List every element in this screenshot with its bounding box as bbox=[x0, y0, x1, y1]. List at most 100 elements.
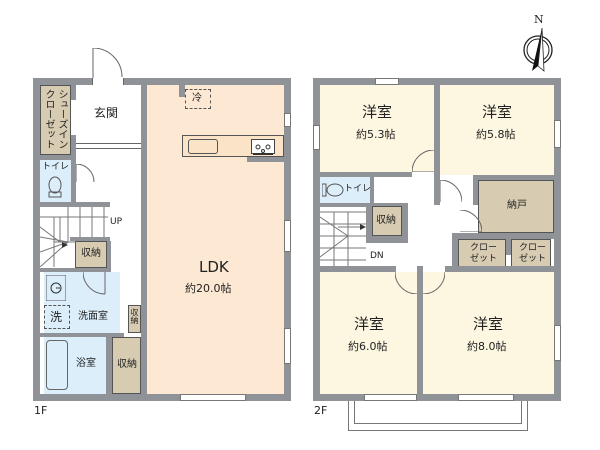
room-western-nw: 洋室 約5.3帖 bbox=[320, 85, 434, 172]
floor-2-label: 2F bbox=[314, 404, 328, 417]
washroom-door-swing-icon bbox=[83, 272, 106, 295]
window-sw-south bbox=[364, 394, 417, 401]
sw-door-swing-icon bbox=[395, 272, 417, 294]
room-western-ne: 洋室 約5.8帖 bbox=[440, 85, 554, 175]
window-ldk-east-3 bbox=[284, 328, 291, 364]
storage-hall-label: 収納 bbox=[376, 215, 396, 226]
wall-storage-stair-top bbox=[70, 237, 110, 241]
toilet-icon bbox=[48, 176, 62, 198]
entrance-door[interactable] bbox=[92, 78, 124, 85]
closet-b-line2: ゼット bbox=[519, 254, 547, 264]
toilet-door-swing-icon bbox=[76, 164, 95, 183]
nw-door-swing-icon bbox=[412, 150, 434, 172]
stairs-up-label: UP bbox=[110, 217, 123, 227]
entrance-label: 玄関 bbox=[94, 106, 119, 120]
wall-2f-left bbox=[313, 78, 320, 401]
entrance-door-swing-icon bbox=[92, 47, 123, 78]
wall-toilet2-right bbox=[370, 177, 374, 207]
wall-ne-bottom bbox=[473, 175, 554, 180]
ne-door-swing-icon bbox=[440, 180, 462, 202]
compass: N bbox=[518, 14, 558, 74]
wall-1f-ldk-divider bbox=[141, 85, 147, 394]
floor-1-label: 1F bbox=[34, 404, 48, 417]
bathtub-icon bbox=[46, 340, 68, 390]
window-ldk-east-1 bbox=[284, 113, 291, 127]
sink-basin-icon bbox=[46, 275, 66, 301]
window-nw-west bbox=[313, 125, 320, 150]
wall-2f-bottom bbox=[313, 394, 561, 401]
washer-label: 洗 bbox=[50, 310, 63, 324]
wall-se-top bbox=[445, 266, 554, 272]
room-toilet-2f: トイレ bbox=[320, 177, 372, 203]
fridge-space: 冷 bbox=[185, 89, 211, 109]
balcony-inner bbox=[354, 401, 522, 424]
western-sw-area: 約6.0帖 bbox=[348, 340, 388, 353]
shoe-closet-label-col2: シューズイン bbox=[56, 89, 67, 149]
wall-south-divider bbox=[417, 266, 423, 394]
stairs-dn-label: DN bbox=[370, 251, 384, 261]
western-ne-area: 約5.8帖 bbox=[476, 128, 516, 141]
closet-b: クロー ゼット bbox=[511, 239, 551, 268]
wall-1f-bottom bbox=[33, 394, 291, 401]
window-ldk-south bbox=[180, 394, 246, 401]
wall-1f-top bbox=[33, 78, 291, 85]
window-se-east bbox=[554, 325, 561, 361]
wall-sw-top bbox=[320, 266, 396, 272]
toilet-2f-label: トイレ bbox=[344, 184, 372, 194]
closet-a-line2: ゼット bbox=[470, 254, 498, 264]
shoe-closet-label-col1: クローゼット bbox=[43, 89, 54, 149]
storage-stair-1f: 収納 bbox=[75, 241, 107, 268]
closet-a: クロー ゼット bbox=[458, 239, 506, 268]
wall-nando-left bbox=[473, 175, 478, 205]
wall-shoe-1 bbox=[71, 85, 76, 100]
wall-1f-left bbox=[33, 78, 40, 401]
wall-stair-top bbox=[40, 202, 110, 207]
north-arrow-icon bbox=[523, 27, 553, 72]
wall-closet-top bbox=[452, 233, 554, 239]
toilet-2f-icon bbox=[322, 183, 344, 197]
se-door-swing-icon bbox=[423, 272, 445, 294]
wall-closet-left bbox=[452, 239, 458, 271]
wall-wash-top bbox=[40, 268, 111, 272]
north-label: N bbox=[534, 13, 544, 26]
western-nw-area: 約5.3帖 bbox=[356, 128, 396, 141]
ldk-area: 約20.0帖 bbox=[185, 282, 232, 295]
room-washroom: 洗 洗面室 bbox=[44, 272, 120, 333]
wall-kitchen-stub bbox=[247, 157, 284, 162]
bathroom-label: 浴室 bbox=[76, 358, 96, 369]
wall-toilet-right bbox=[71, 160, 76, 202]
window-ne-east bbox=[554, 120, 561, 148]
wall-bath-top bbox=[40, 333, 124, 337]
closet-a-line1: クロー bbox=[470, 243, 498, 253]
wall-toilet-top bbox=[40, 155, 76, 160]
entrance-step bbox=[76, 143, 141, 149]
western-ne-label: 洋室 bbox=[482, 103, 513, 121]
storage-hall-2f: 収納 bbox=[372, 206, 402, 236]
wall-fridge-nook bbox=[179, 85, 185, 97]
shoe-closet: クローゼット シューズイン bbox=[40, 85, 71, 155]
washroom-label: 洗面室 bbox=[78, 311, 108, 322]
room-toilet-1f: トイレ bbox=[40, 160, 71, 202]
washer-space: 洗 bbox=[44, 305, 70, 329]
storage-small-1f: 収納 bbox=[128, 305, 141, 333]
room-entrance: 玄関 bbox=[76, 85, 141, 145]
stairs-1f bbox=[40, 207, 110, 267]
window-nw-north bbox=[375, 78, 399, 85]
room-bathroom: 浴室 bbox=[44, 337, 106, 394]
wall-nw-bottom bbox=[320, 172, 412, 177]
wall-shoe-2 bbox=[71, 135, 76, 160]
balcony bbox=[348, 401, 528, 431]
kitchen-counter bbox=[182, 135, 284, 157]
ldk-label: LDK bbox=[199, 258, 229, 276]
nando-door-swing-icon bbox=[460, 210, 482, 232]
entrance-door-frame bbox=[92, 47, 124, 78]
storage-stair-label: 収納 bbox=[81, 248, 101, 259]
wall-toilet2-bottom bbox=[320, 203, 374, 207]
wall-2f-north-divider bbox=[434, 85, 440, 205]
storage-small-label: 収納 bbox=[130, 308, 139, 324]
wall-closet-divider bbox=[506, 239, 511, 255]
western-nw-label: 洋室 bbox=[362, 103, 393, 121]
room-western-sw: 洋室 約6.0帖 bbox=[320, 272, 417, 394]
western-se-area: 約8.0帖 bbox=[467, 340, 507, 353]
window-ldk-east-2 bbox=[284, 220, 291, 252]
